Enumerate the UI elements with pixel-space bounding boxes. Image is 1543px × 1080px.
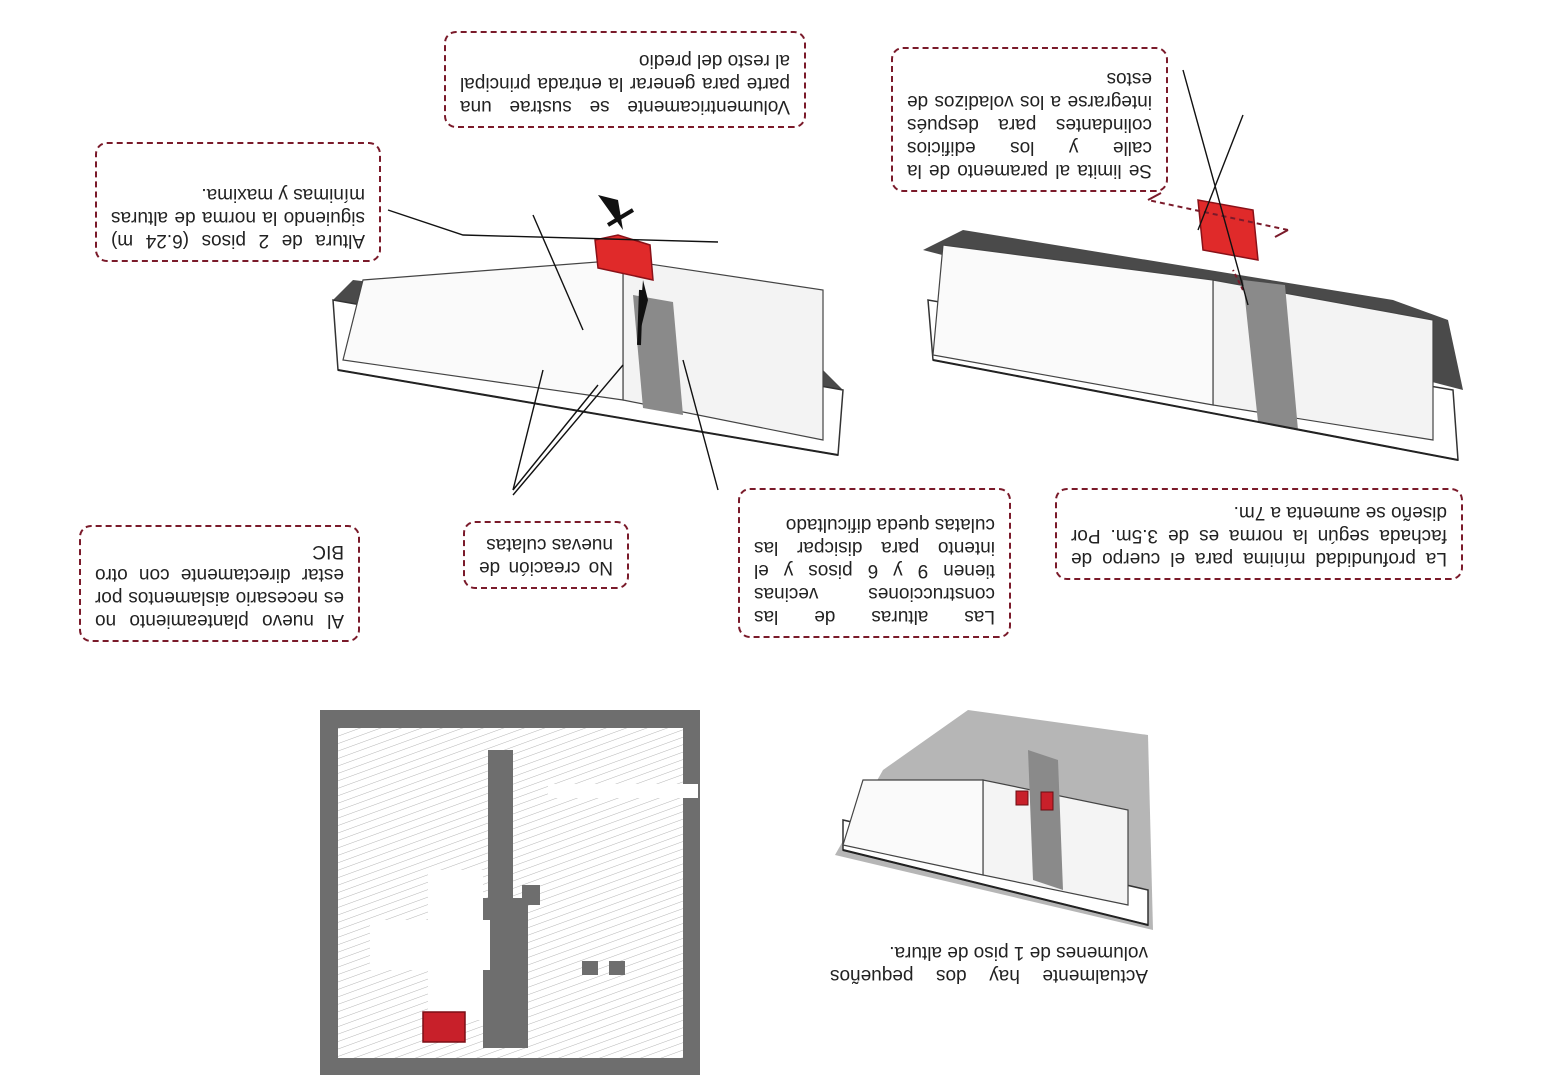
site-plan-strip (548, 784, 698, 798)
site-plan-patch (609, 961, 625, 975)
site-plan-courtyard-vertical (428, 870, 483, 1020)
note-height: Altura de 2 pisos (6.24 m) siguiendo la … (95, 142, 381, 262)
site-plan-red-volume (423, 1012, 465, 1042)
site-plan-passage (488, 750, 513, 930)
existing-3d-view (835, 710, 1153, 930)
caption-existing-volumes: Actualmente hay dos pequeños volumenes d… (830, 927, 1148, 987)
site-plan (320, 710, 700, 1075)
existing-red-volume-2 (1016, 791, 1028, 805)
note-depth-norm: La profundidad mínima para el cuerpo de … (1055, 488, 1463, 580)
existing-red-volume-1 (1041, 792, 1053, 810)
note-street-limit: Se limita al paramento de la calle y los… (891, 47, 1168, 192)
note-no-culatas: No creación de nuevas culatas (463, 521, 629, 589)
height-3d-view (333, 195, 843, 455)
site-plan-patch (582, 961, 598, 975)
note-neighbor-heights: Las alturas de las construcciones vecina… (738, 488, 1011, 638)
depth-red-volume (1198, 200, 1258, 260)
existing-3d-passage (1028, 750, 1063, 890)
note-new-volume: Volumentricamente se sustrae una parte p… (444, 31, 806, 128)
depth-3d-view (923, 193, 1463, 460)
note-isolation: Al nuevo planteamiento no es necesario a… (79, 525, 360, 642)
site-plan-patch (522, 885, 540, 905)
